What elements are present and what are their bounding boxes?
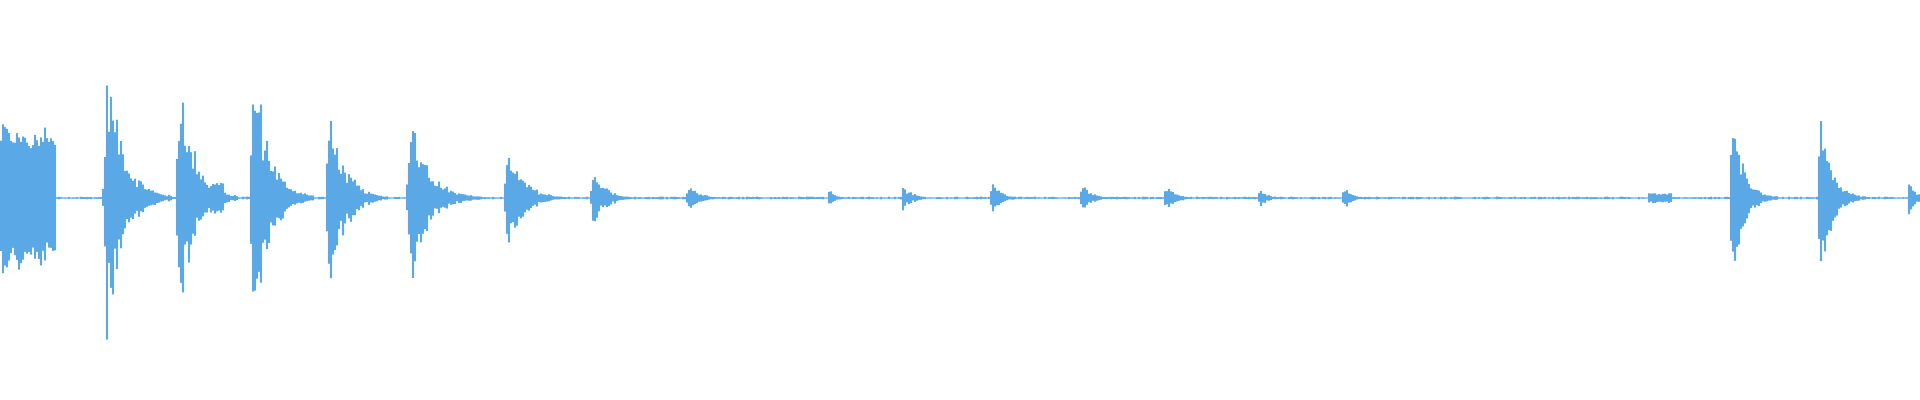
waveform-bars bbox=[0, 85, 1920, 340]
